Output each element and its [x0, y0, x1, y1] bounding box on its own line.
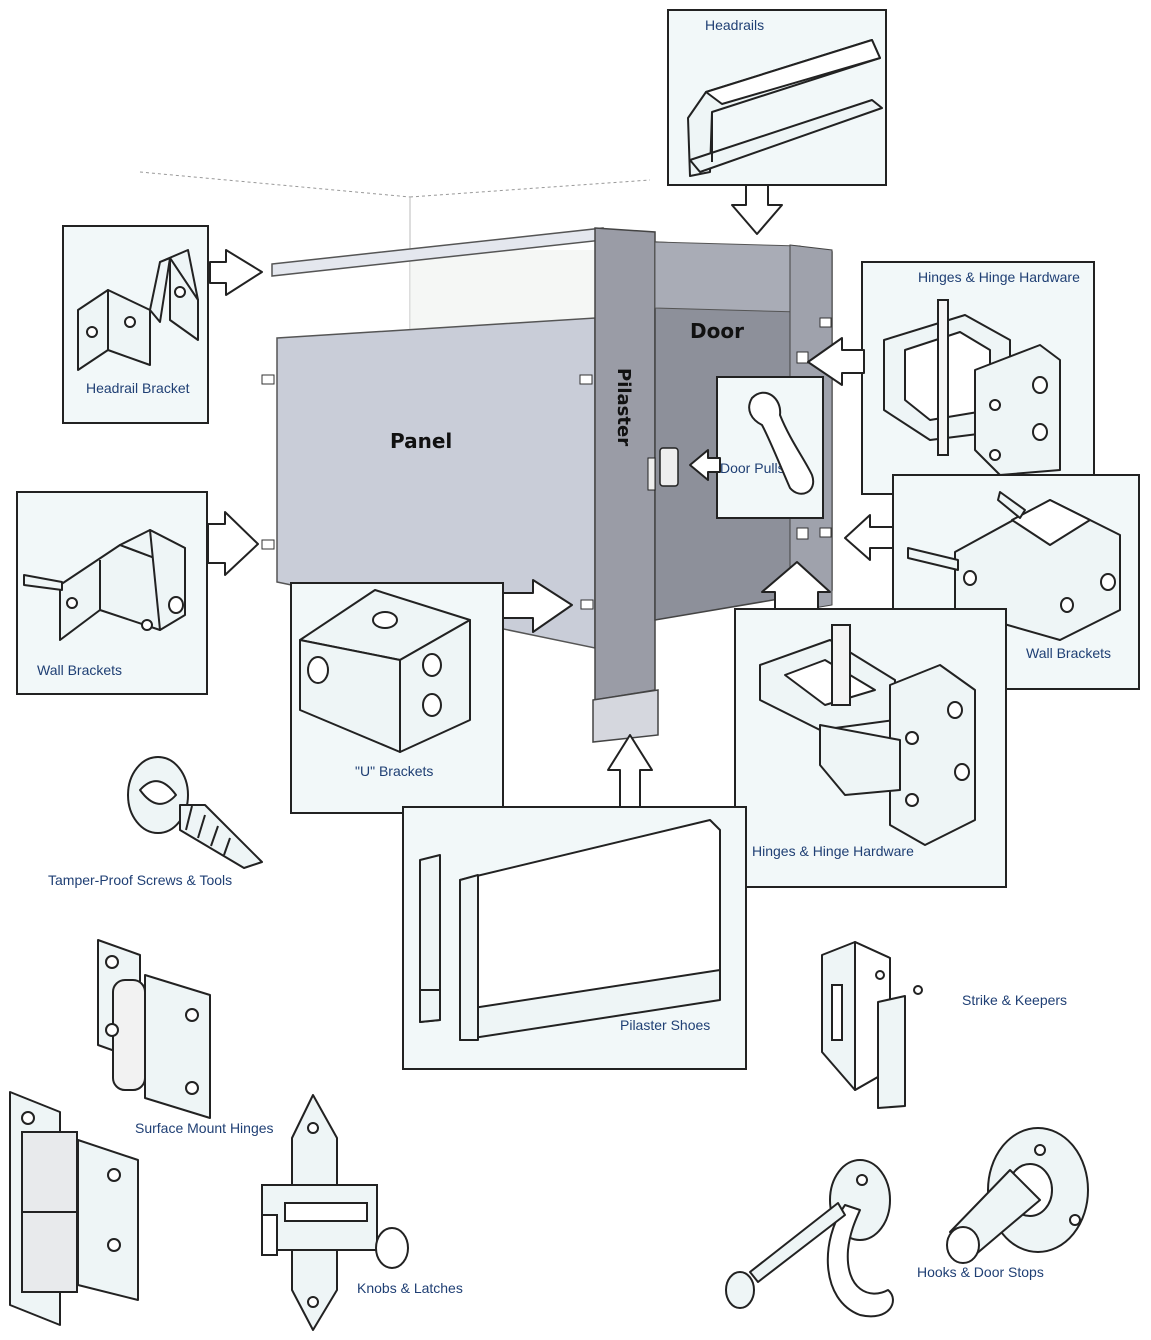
hinge-icon: [759, 624, 976, 846]
pilaster: [594, 227, 656, 701]
surface-mount-hinges-label: Surface Mount Hinges: [135, 1120, 274, 1136]
hinge-icon: [883, 299, 1061, 476]
headrails-box: Headrails: [667, 9, 887, 186]
knobs-latches-group: Knobs & Latches: [261, 1094, 463, 1331]
latch-icon: [821, 941, 923, 1109]
tamper-proof-group: Tamper-Proof Screws & Tools: [48, 756, 263, 888]
bracket-icon: [299, 589, 471, 753]
panel-label: Panel: [390, 429, 452, 453]
hinge-icon: [97, 939, 211, 1119]
door-pulls-box: Door Pulls: [716, 376, 824, 519]
arrow-icon: [689, 449, 721, 481]
hooks-door-stops-group: Hooks & Door Stops: [725, 1127, 1089, 1318]
arrow-icon: [731, 184, 783, 235]
headrail-bracket-label: Headrail Bracket: [86, 380, 190, 396]
wall-brackets-left-label: Wall Brackets: [37, 662, 122, 678]
door-pull-handle: [659, 447, 679, 487]
door-pulls-label: Door Pulls: [720, 460, 785, 476]
wall-brackets-right-box: Wall Brackets: [892, 474, 1140, 690]
pilaster-shoe-installed: [592, 689, 659, 743]
hinges-top-box: Hinges & Hinge Hardware: [861, 261, 1095, 495]
headrail-bracket-box: Headrail Bracket: [62, 225, 209, 424]
strike-keepers-label: Strike & Keepers: [962, 992, 1067, 1008]
arrow-icon: [209, 249, 263, 296]
hinge-icon: [9, 1091, 139, 1326]
hinges-bottom-box: Hinges & Hinge Hardware: [734, 608, 1007, 888]
pilaster-shoes-label: Pilaster Shoes: [620, 1017, 710, 1033]
wall-brackets-right-label: Wall Brackets: [1026, 645, 1111, 661]
hinges-bottom-label: Hinges & Hinge Hardware: [752, 843, 914, 859]
room-perspective-lines: [139, 171, 651, 330]
u-brackets-box: "U" Brackets: [290, 582, 504, 814]
hooks-door-stops-label: Hooks & Door Stops: [917, 1264, 1044, 1280]
pilaster-label: Pilaster: [613, 368, 634, 446]
strike-keepers-group: Strike & Keepers: [821, 941, 1067, 1109]
arrow-icon: [607, 734, 653, 808]
door-label: Door: [690, 319, 744, 343]
u-brackets-label: "U" Brackets: [355, 763, 433, 779]
arrow-icon: [761, 561, 831, 610]
bracket-icon: [907, 491, 1121, 641]
screw-icon: [127, 756, 263, 869]
latch-icon: [261, 1094, 409, 1331]
arrow-icon: [207, 511, 259, 576]
arrow-icon: [502, 579, 573, 633]
hinges-top-label: Hinges & Hinge Hardware: [918, 269, 1080, 285]
arrow-icon: [844, 514, 894, 561]
door-stop-icon: [946, 1127, 1089, 1264]
bracket-icon: [77, 249, 199, 371]
headrails-label: Headrails: [705, 17, 764, 33]
knobs-latches-label: Knobs & Latches: [357, 1280, 463, 1296]
tamper-proof-label: Tamper-Proof Screws & Tools: [48, 872, 232, 888]
hook-icon: [725, 1159, 894, 1318]
surface-mount-hinges-group: Surface Mount Hinges: [9, 939, 274, 1326]
pilaster-shoes-box: Pilaster Shoes: [402, 806, 747, 1070]
wall-brackets-left-box: Wall Brackets: [16, 491, 208, 695]
bracket-icon: [23, 529, 186, 641]
arrow-icon: [807, 337, 865, 386]
